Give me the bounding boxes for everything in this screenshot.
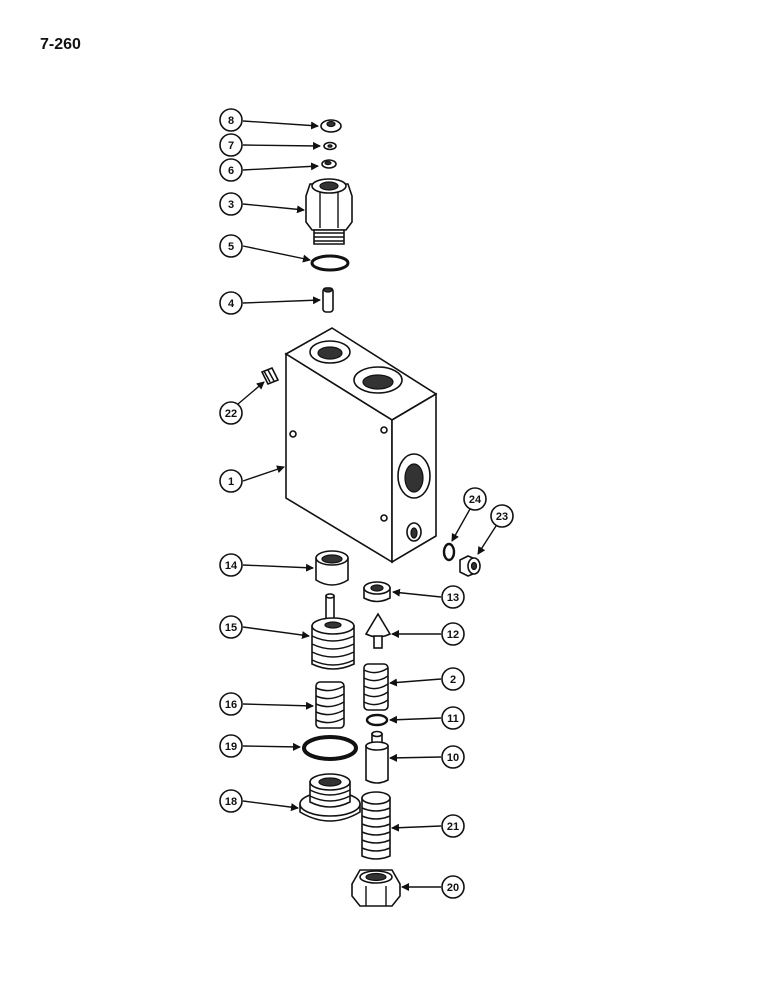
part-5-o-ring — [310, 254, 350, 272]
svg-text:2: 2 — [450, 674, 456, 686]
callout-7: 7 — [219, 133, 321, 157]
part-21-adjusting-screw — [361, 791, 391, 860]
part-22-set-screw — [260, 366, 280, 386]
part-1-valve-body — [284, 327, 438, 564]
svg-text:6: 6 — [228, 165, 234, 177]
svg-text:18: 18 — [225, 796, 237, 808]
callout-12: 12 — [391, 622, 465, 646]
part-6-seal — [321, 159, 337, 169]
part-16-spring — [315, 681, 345, 729]
part-24-o-ring — [442, 542, 456, 562]
part-2-spring — [363, 663, 389, 711]
part-10-plunger — [365, 730, 389, 784]
svg-text:20: 20 — [447, 882, 459, 894]
callout-20: 20 — [401, 875, 465, 899]
callout-16: 16 — [219, 692, 314, 716]
callout-8: 8 — [219, 108, 319, 132]
callout-5: 5 — [219, 234, 311, 263]
callout-6: 6 — [219, 158, 319, 182]
part-20-lock-nut — [351, 869, 401, 907]
callout-19: 19 — [219, 734, 301, 758]
part-4-pin — [322, 287, 334, 313]
part-23-plug — [459, 555, 481, 577]
callout-18: 18 — [219, 789, 299, 813]
part-13-seat — [363, 581, 391, 603]
part-8-cap — [320, 119, 342, 133]
svg-text:5: 5 — [228, 241, 234, 253]
svg-text:21: 21 — [447, 821, 459, 833]
part-3-fitting — [305, 178, 353, 245]
part-19-o-ring — [302, 735, 358, 761]
svg-text:13: 13 — [447, 592, 459, 604]
svg-text:23: 23 — [496, 511, 508, 523]
svg-text:22: 22 — [225, 408, 237, 420]
part-12-poppet — [364, 612, 392, 649]
part-7-washer — [323, 141, 337, 151]
callout-14: 14 — [219, 553, 314, 577]
svg-text:7: 7 — [228, 140, 234, 152]
callout-24: 24 — [451, 487, 487, 542]
part-14-sleeve — [315, 550, 349, 586]
svg-text:10: 10 — [447, 752, 459, 764]
part-15-piston — [311, 593, 355, 670]
callout-15: 15 — [219, 615, 310, 640]
svg-text:8: 8 — [228, 115, 234, 127]
callout-10: 10 — [389, 745, 465, 769]
svg-text:14: 14 — [225, 560, 238, 572]
page-number: 7-260 — [40, 36, 81, 53]
callout-13: 13 — [392, 585, 465, 609]
svg-text:11: 11 — [447, 713, 459, 725]
callout-4: 4 — [219, 291, 321, 315]
callout-11: 11 — [389, 706, 465, 730]
svg-text:1: 1 — [228, 476, 234, 488]
callout-22: 22 — [219, 381, 265, 425]
svg-text:12: 12 — [447, 629, 459, 641]
part-18-plug — [299, 773, 361, 822]
callout-2: 2 — [389, 667, 465, 691]
callout-21: 21 — [391, 814, 465, 838]
svg-text:16: 16 — [225, 699, 237, 711]
svg-text:19: 19 — [225, 741, 237, 753]
svg-text:3: 3 — [228, 199, 234, 211]
svg-text:15: 15 — [225, 622, 237, 634]
callout-3: 3 — [219, 192, 305, 216]
part-11-o-ring — [365, 713, 389, 727]
callout-23: 23 — [477, 504, 514, 555]
svg-text:4: 4 — [228, 298, 235, 310]
svg-text:24: 24 — [469, 494, 482, 506]
callout-1: 1 — [219, 465, 285, 493]
